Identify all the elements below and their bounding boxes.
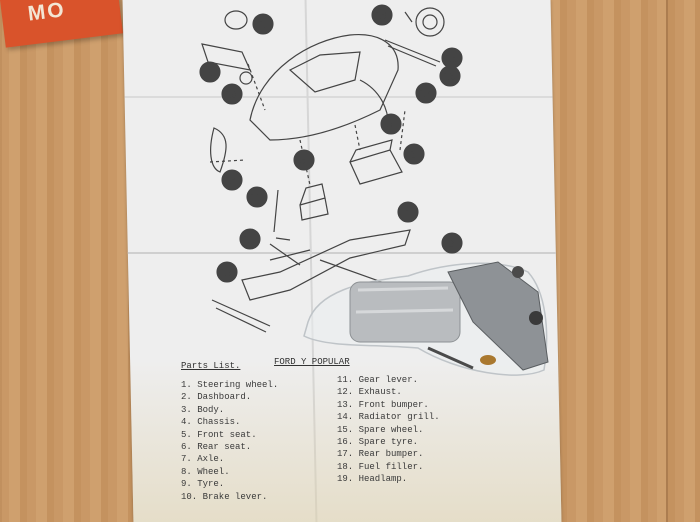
- model-title: FORD Y POPULAR: [274, 357, 350, 367]
- callout-19: 19: [225, 89, 237, 101]
- callout-9: 9: [448, 238, 454, 250]
- list-item: 4. Chassis.: [181, 417, 241, 428]
- parts-list-title: Parts List.: [181, 361, 241, 371]
- metal-chassis-casting: [447, 261, 549, 371]
- callout-6: 6: [410, 149, 416, 161]
- list-item: 17. Rear bumper.: [337, 449, 424, 460]
- callout-5: 5: [300, 155, 306, 167]
- list-item: 19. Headlamp.: [337, 474, 408, 485]
- list-item: 12. Exhaust.: [337, 387, 402, 398]
- fuel-filler-drawing: [404, 11, 413, 23]
- list-item: 11. Gear lever.: [337, 375, 419, 385]
- callout-15: 15: [445, 53, 457, 65]
- callout-14: 14: [225, 175, 237, 187]
- list-item: 2. Dashboard.: [181, 392, 252, 403]
- callout-17: 17: [419, 88, 431, 100]
- list-item: 3. Body.: [181, 404, 225, 415]
- box-brand-text: MO: [26, 0, 67, 26]
- list-item: 16. Spare tyre.: [337, 437, 419, 448]
- list-item: 1. Steering wheel.: [181, 380, 279, 390]
- callout-16: 16: [443, 71, 455, 83]
- plank-seam: [666, 0, 668, 522]
- callout-13: 13: [220, 267, 232, 279]
- body-drawing: [249, 33, 399, 141]
- radiator-grill-drawing: [210, 127, 227, 173]
- callout-4: 4: [404, 207, 410, 219]
- list-item: 18. Fuel filler.: [337, 461, 424, 472]
- front-bumper-drawing: [211, 299, 271, 333]
- gear-lever-drawing: [269, 243, 301, 266]
- list-item: 6. Rear seat.: [181, 442, 252, 453]
- callout-1: 1: [259, 19, 265, 31]
- callout-10: 10: [250, 192, 262, 204]
- front-seat-drawing: [299, 183, 329, 221]
- parts-list-right: 11. Gear lever. 12. Exhaust. 13. Front b…: [337, 374, 440, 486]
- steering-wheel-drawing: [224, 10, 248, 30]
- spare-wheel-drawing: [415, 7, 445, 37]
- callout-2: 2: [206, 67, 212, 79]
- callout-18: 18: [375, 10, 387, 22]
- brake-lever-drawing: [273, 189, 291, 241]
- callout-11: 11: [243, 234, 254, 246]
- callout-3: 3: [387, 119, 393, 131]
- parts-list-left: 1. Steering wheel. 2. Dashboard. 3. Body…: [181, 379, 278, 503]
- headlamp-drawing: [239, 71, 253, 85]
- rear-seat-drawing: [349, 139, 403, 185]
- list-item: 5. Front seat.: [181, 429, 257, 440]
- list-item: 13. Front bumper.: [337, 399, 429, 410]
- list-item: 14. Radiator grill.: [337, 412, 440, 423]
- list-item: 8. Wheel.: [181, 466, 230, 477]
- exploded-diagram: 1 2 3 4 5 6 9 10 11 13 14 15 16 17 18 19: [199, 4, 463, 333]
- list-item: 10. Brake lever.: [181, 491, 268, 502]
- list-item: 9. Tyre.: [181, 479, 225, 490]
- list-item: 7. Axle.: [181, 454, 225, 465]
- chassis-drawing: [241, 229, 411, 301]
- list-item: 15. Spare wheel.: [337, 424, 424, 435]
- parts-bag: [303, 261, 549, 376]
- rear-bumper-drawing: [384, 39, 441, 67]
